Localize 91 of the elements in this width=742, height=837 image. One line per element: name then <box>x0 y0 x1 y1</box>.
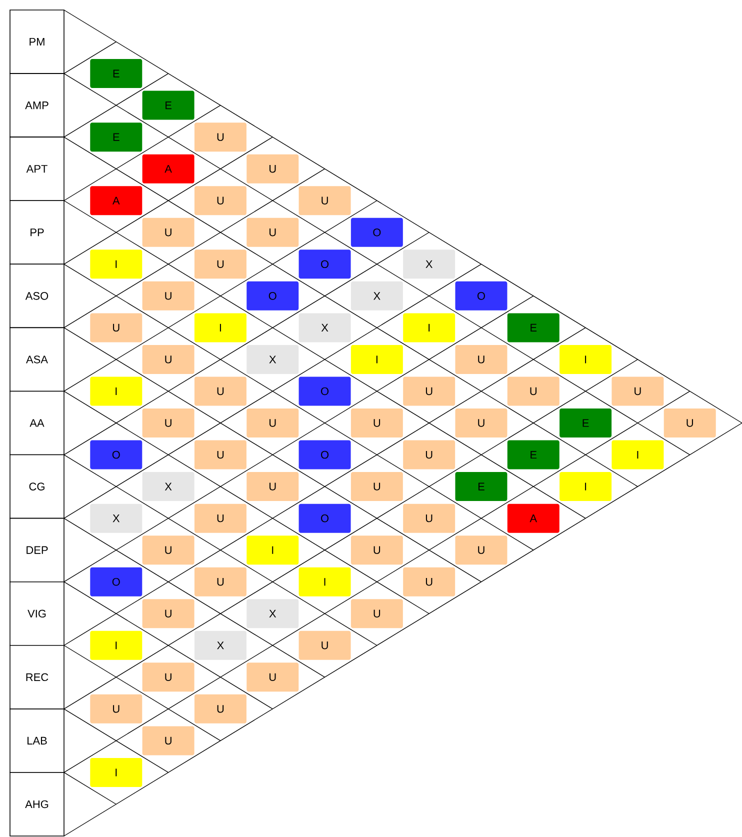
rating-cell: U <box>507 376 560 406</box>
rating-cell: I <box>90 376 142 406</box>
rating-cell: U <box>142 281 194 310</box>
department-box: VIG <box>10 581 64 646</box>
department-box: LAB <box>10 708 64 773</box>
rating-cell: O <box>90 440 142 470</box>
department-box: PM <box>10 10 64 74</box>
rating-cell: U <box>350 536 403 565</box>
rating-cell: O <box>298 376 351 406</box>
rating-cell: U <box>403 376 456 406</box>
rating-cell: U <box>142 536 194 565</box>
rating-cell: E <box>507 440 560 470</box>
rating-cell: U <box>246 408 299 438</box>
rating-cell: X <box>142 472 194 502</box>
department-box: PP <box>10 200 64 265</box>
rating-cell: X <box>298 313 351 342</box>
rating-cell: U <box>142 726 194 756</box>
rating-cell: I <box>194 313 246 342</box>
rating-cell: U <box>194 440 246 470</box>
department-box: APT <box>10 136 64 202</box>
rating-cell: X <box>194 630 246 660</box>
department-box: REC <box>10 644 64 710</box>
rating-cell: O <box>298 440 351 470</box>
department-box: AMP <box>10 73 64 138</box>
rating-cell: O <box>90 567 142 596</box>
department-box: AHG <box>10 772 64 836</box>
rating-cell: U <box>246 472 299 502</box>
rating-cell: E <box>142 90 194 120</box>
department-box: ASA <box>10 327 64 392</box>
rating-cell: I <box>90 758 142 787</box>
rating-cell: E <box>90 59 142 88</box>
rating-cell: U <box>194 567 246 596</box>
rating-cell: U <box>194 504 246 533</box>
rating-cell: U <box>142 344 194 374</box>
rating-cell: I <box>403 313 456 342</box>
rating-cell: U <box>142 218 194 247</box>
rating-cell: U <box>194 250 246 279</box>
rating-cell: U <box>90 694 142 724</box>
rating-cell: U <box>403 567 456 596</box>
rating-cell: I <box>90 630 142 660</box>
rating-cell: U <box>90 313 142 342</box>
rating-cell: O <box>350 218 403 247</box>
rating-cell: U <box>455 408 508 438</box>
rating-cell: I <box>90 250 142 279</box>
rating-cell: U <box>142 599 194 628</box>
rating-cell: E <box>90 122 142 152</box>
rating-cell: I <box>560 472 612 502</box>
rating-cell: U <box>298 630 351 660</box>
rating-cell: A <box>90 186 142 216</box>
rating-cell: O <box>298 250 351 279</box>
rating-cell: U <box>194 186 246 216</box>
rating-cell: U <box>350 472 403 502</box>
rating-cell: U <box>142 408 194 438</box>
rating-cell: E <box>507 313 560 342</box>
rating-cell: U <box>350 408 403 438</box>
rating-cell: X <box>246 599 299 628</box>
rating-cell: A <box>142 154 194 184</box>
rating-cell: I <box>298 567 351 596</box>
rating-cell: X <box>403 250 456 279</box>
rating-cell: U <box>142 662 194 692</box>
department-box: ASO <box>10 264 64 328</box>
rating-cell: U <box>194 376 246 406</box>
rating-cell: U <box>350 599 403 628</box>
rating-cell: U <box>246 154 299 184</box>
rating-cell: E <box>560 408 612 438</box>
rating-cell: U <box>298 186 351 216</box>
department-box: CG <box>10 454 64 519</box>
department-box: DEP <box>10 518 64 582</box>
rating-cell: U <box>194 694 246 724</box>
rating-cell: U <box>664 408 716 438</box>
rating-cell: O <box>246 281 299 310</box>
rating-cell: I <box>350 344 403 374</box>
rating-cell: U <box>246 218 299 247</box>
rating-cell: X <box>246 344 299 374</box>
rating-cell: X <box>90 504 142 533</box>
department-box: AA <box>10 390 64 456</box>
rating-cell: X <box>350 281 403 310</box>
rating-cell: U <box>612 376 664 406</box>
rating-cell: E <box>455 472 508 502</box>
rating-cell: I <box>560 344 612 374</box>
rating-cell: A <box>507 504 560 533</box>
rating-cell: I <box>612 440 664 470</box>
rating-cell: O <box>455 281 508 310</box>
rating-cell: I <box>246 536 299 565</box>
rating-cell: U <box>403 504 456 533</box>
rating-cell: U <box>403 440 456 470</box>
rating-cell: O <box>298 504 351 533</box>
rating-cell: U <box>194 122 246 152</box>
rating-cell: U <box>455 536 508 565</box>
rating-cell: U <box>246 662 299 692</box>
rating-cell: U <box>455 344 508 374</box>
